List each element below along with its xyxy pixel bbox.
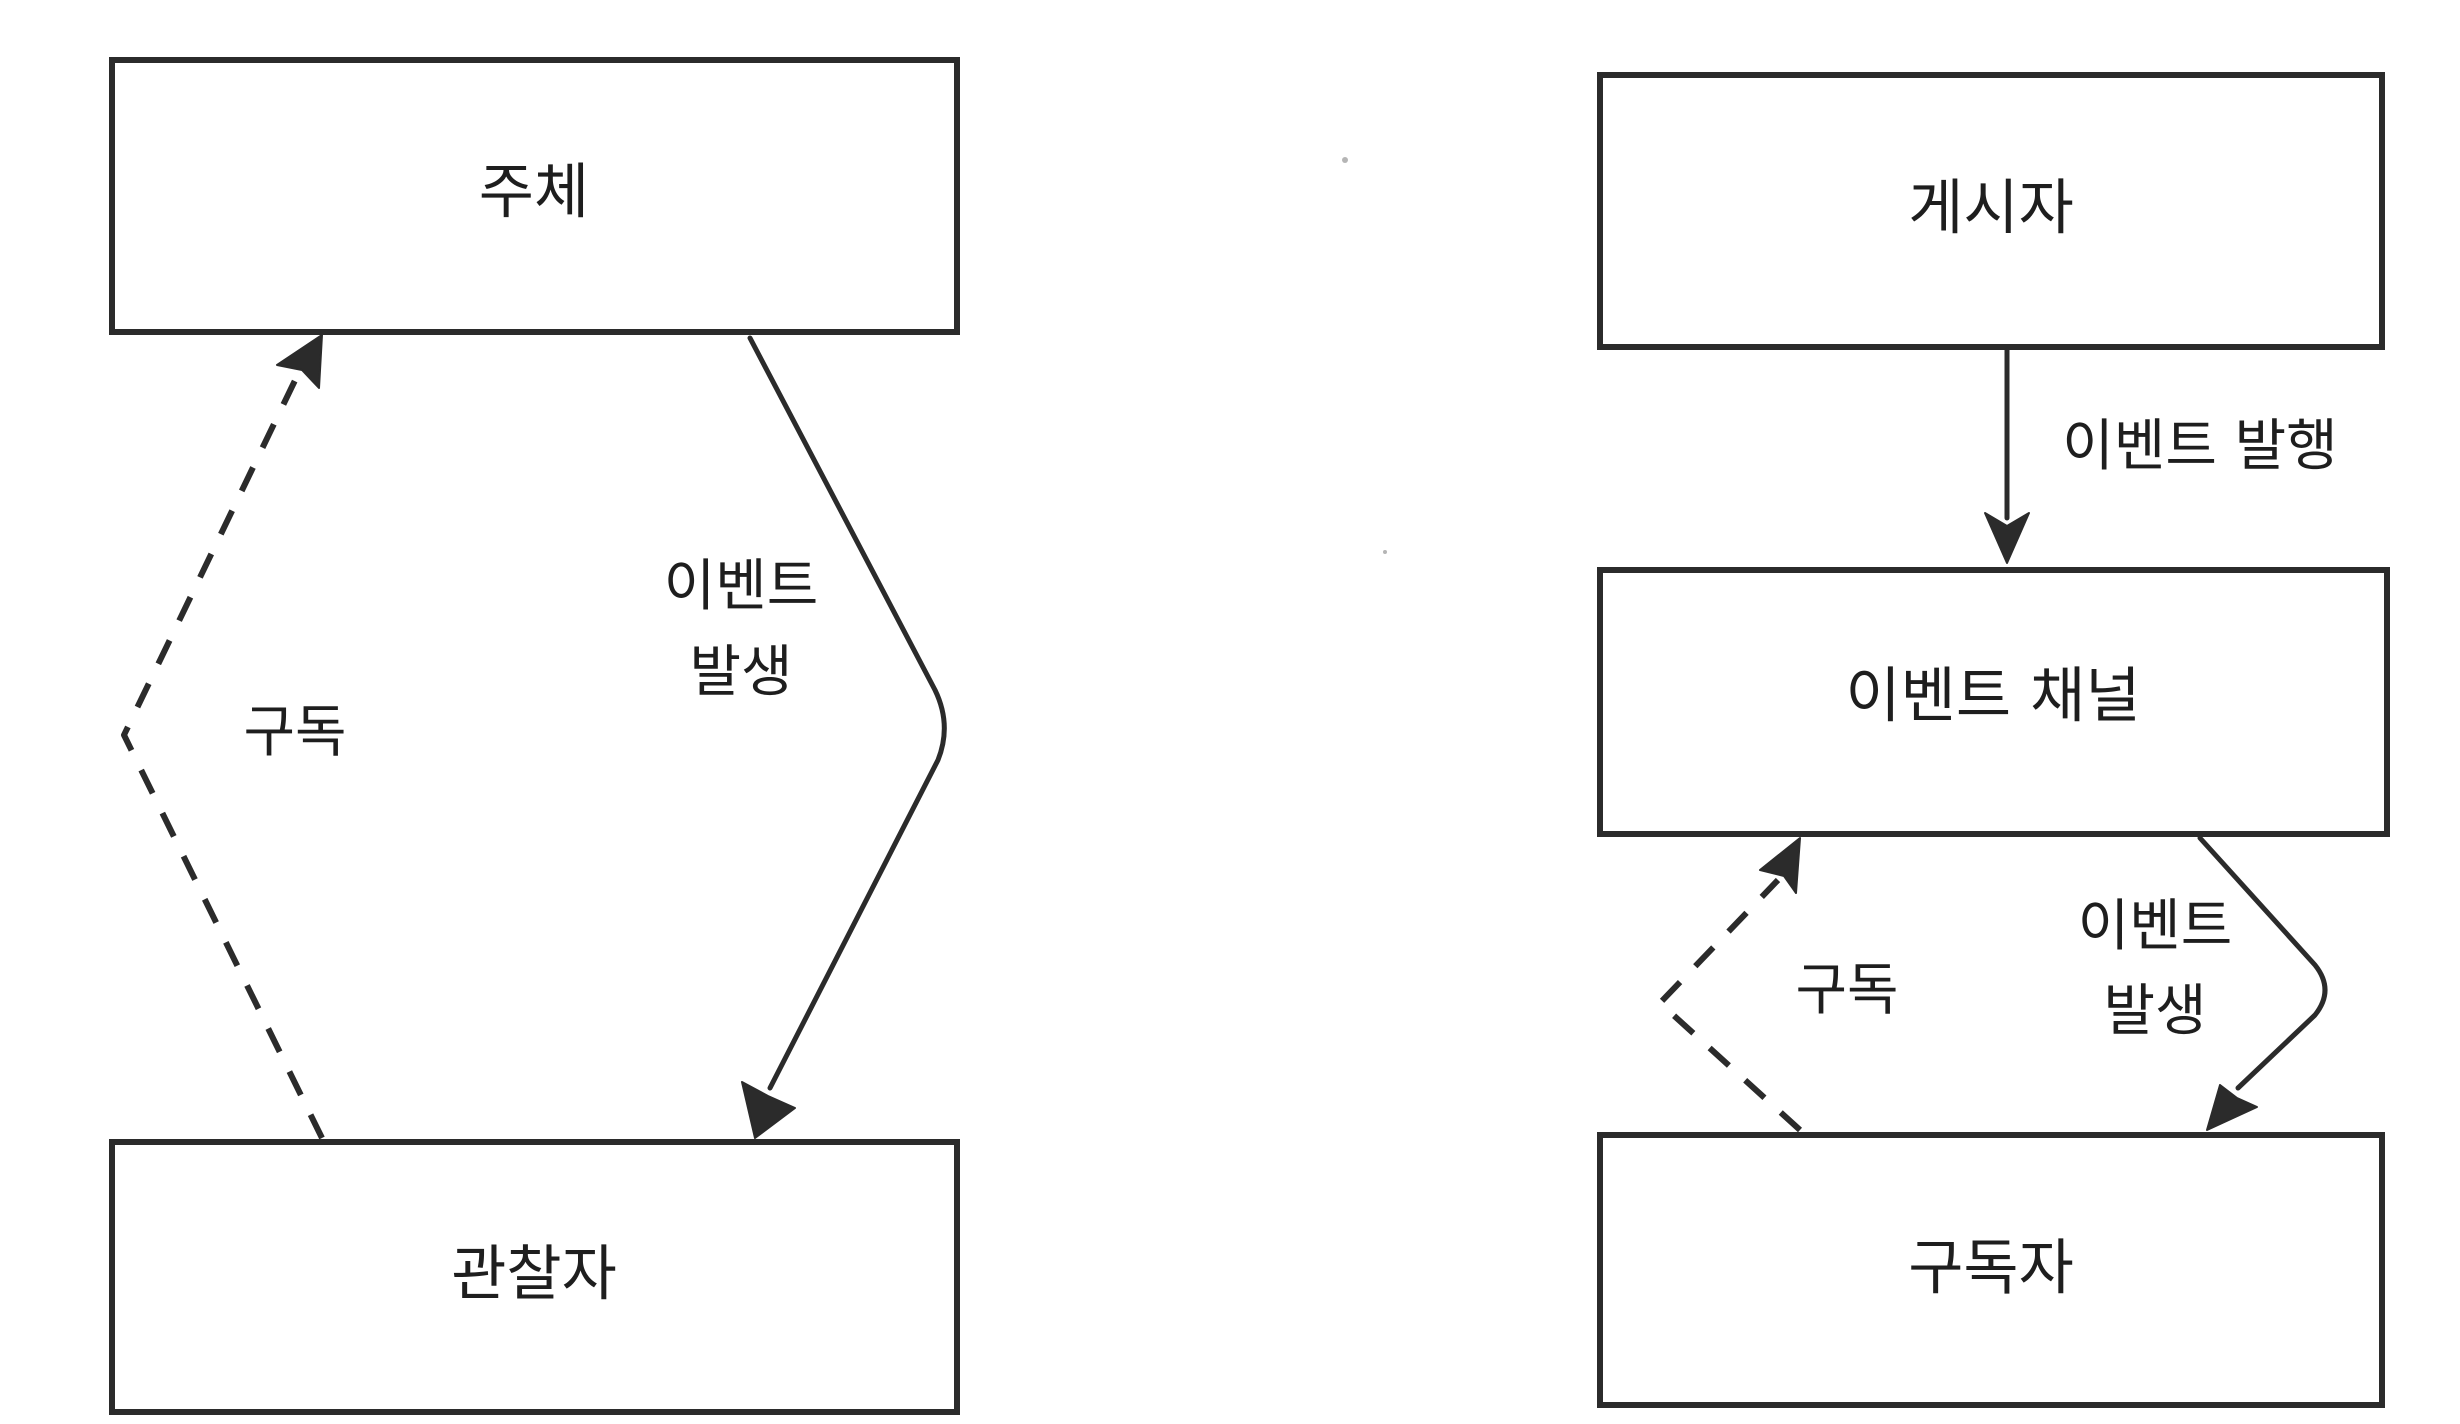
publisher-box: 게시자 (1597, 72, 2385, 350)
event-arrow-head (741, 1081, 796, 1139)
subject-label: 주체 (479, 158, 589, 228)
scan-speck (1383, 550, 1387, 554)
event-channel-label: 이벤트 채널 (1845, 662, 2140, 732)
subscribe-label: 구독 (243, 700, 346, 765)
publish-arrow (1984, 347, 2030, 564)
event-channel-box: 이벤트 채널 (1597, 567, 2390, 837)
pubsub-subscribe-label: 구독 (1795, 958, 1898, 1023)
pubsub-event-label-line1: 이벤트 (2078, 894, 2233, 959)
pubsub-event-arrow-head (2206, 1084, 2258, 1131)
observer-box: 관찰자 (109, 1139, 960, 1415)
publish-arrow-head (1984, 512, 2030, 564)
event-arrow (741, 335, 947, 1139)
publish-label: 이벤트 발행 (2062, 414, 2337, 479)
publisher-label: 게시자 (1908, 174, 2074, 244)
subscribe-arrow-head (276, 334, 323, 389)
subscriber-box: 구독자 (1597, 1132, 2385, 1408)
event-label-line2: 발생 (689, 640, 792, 705)
subscribe-arrow (121, 334, 325, 1140)
scan-speck (1342, 157, 1348, 163)
pubsub-event-label-line2: 발생 (2103, 979, 2206, 1044)
pubsub-subscribe-arrow (1657, 837, 1803, 1133)
event-label-line1: 이벤트 (664, 554, 819, 619)
observer-label: 관찰자 (451, 1240, 617, 1310)
subject-box: 주체 (109, 57, 960, 335)
subscriber-label: 구독자 (1908, 1234, 2074, 1304)
pubsub-event-arrow (2197, 835, 2328, 1131)
pubsub-pattern: 게시자 이벤트 발행 이벤트 채널 구독자 구독 이벤트 발생 (1597, 72, 2390, 1408)
observer-pattern: 주체 관찰자 구독 이벤트 발생 (109, 57, 960, 1415)
pubsub-subscribe-arrow-head (1759, 837, 1801, 894)
